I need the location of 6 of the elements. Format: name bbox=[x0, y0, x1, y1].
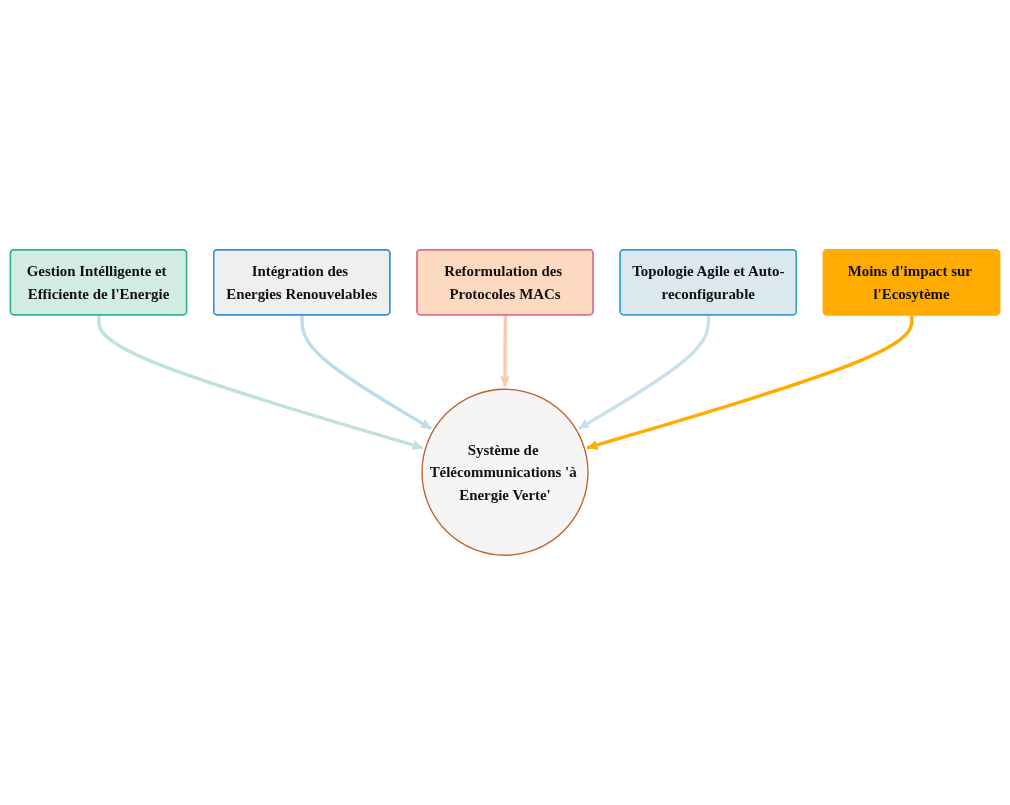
arrow bbox=[577, 315, 711, 431]
arrow bbox=[300, 315, 433, 431]
node-circle: Système de Télécommunications 'à Energie Verte' bbox=[421, 388, 589, 556]
arrow bbox=[499, 315, 511, 387]
arrow bbox=[586, 315, 914, 450]
arrow bbox=[97, 315, 424, 450]
